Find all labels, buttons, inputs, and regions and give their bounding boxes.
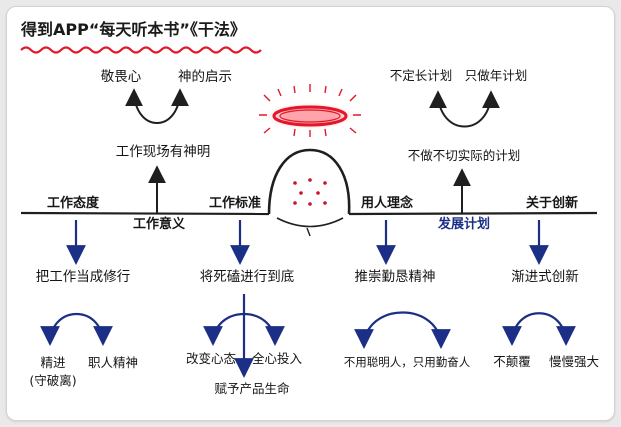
people-loop xyxy=(354,311,451,349)
leaf-divine-revelation: 神的启示 xyxy=(178,69,232,85)
leaf-full-commitment: 全心投入 xyxy=(251,351,303,366)
leaf-grow-slowly: 慢慢强大 xyxy=(548,354,600,369)
heading-people-philosophy: 用人理念 xyxy=(360,196,414,211)
leaf-diligence: 精进 xyxy=(40,355,66,370)
main-spine-left xyxy=(20,211,270,216)
page-title: 得到APP“每天听本书”《干法》 xyxy=(21,20,246,39)
halo-ring xyxy=(272,105,348,127)
heading-innovation: 关于创新 xyxy=(525,196,579,211)
plan-loop xyxy=(429,90,500,128)
halo-rays xyxy=(259,84,361,137)
leaf-yearly-plan-only: 只做年计划 xyxy=(464,68,528,83)
leaf-give-product-life: 赋予产品生命 xyxy=(214,381,290,396)
leaf-no-long-plan: 不定长计划 xyxy=(389,68,453,83)
heading-development-plan: 发展计划 xyxy=(437,217,491,232)
leaf-diligence-note: (守破离) xyxy=(29,373,77,388)
node-meaning: 工作现场有神明 xyxy=(115,144,211,160)
leaf-change-mindset: 改变心态 xyxy=(185,351,237,366)
head-dome xyxy=(267,148,351,215)
node-standard: 将死磕进行到底 xyxy=(199,269,295,285)
heading-work-meaning: 工作意义 xyxy=(132,217,186,232)
heading-work-standard: 工作标准 xyxy=(208,196,262,211)
mindmap-drawing xyxy=(20,46,598,378)
node-people: 推崇勤恳精神 xyxy=(354,269,436,285)
head-dots xyxy=(293,178,327,206)
node-plan: 不做不切实际的计划 xyxy=(407,148,521,163)
node-attitude: 把工作当成修行 xyxy=(35,269,131,285)
title-underline xyxy=(20,46,262,54)
leaf-hire-diligent: 不用聪明人，只用勤奋人 xyxy=(343,355,471,369)
mindmap-card: 得到APP“每天听本书”《干法》 工作态度 工作意义 工作标准 工作现场有神明 … xyxy=(6,6,615,421)
attitude-loop xyxy=(40,312,113,346)
node-innovation: 渐进式创新 xyxy=(511,269,579,285)
leaf-craftsman-spirit: 职人精神 xyxy=(87,355,139,370)
main-spine-right xyxy=(348,211,598,216)
heading-work-attitude: 工作态度 xyxy=(46,196,100,211)
meaning-loop xyxy=(125,88,189,124)
leaf-awe: 敬畏心 xyxy=(100,69,142,85)
innovation-loop xyxy=(502,312,576,346)
leaf-no-disruption: 不颠覆 xyxy=(493,354,531,369)
